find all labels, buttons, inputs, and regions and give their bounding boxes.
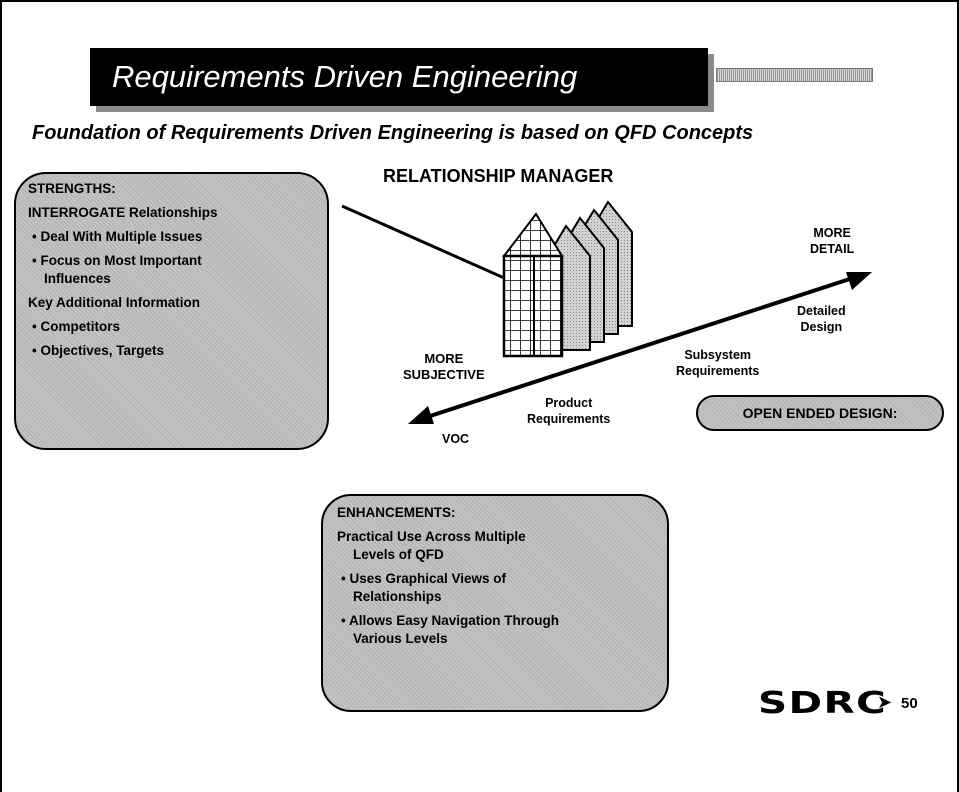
strengths-line-key-info: Key Additional Information: [28, 295, 200, 310]
strengths-bullet-focus-cont: Influences: [44, 271, 111, 286]
slide-subtitle: Foundation of Requirements Driven Engine…: [32, 122, 754, 144]
enhancements-bullet-graphical: • Uses Graphical Views of: [341, 571, 507, 586]
house-stack-icon: [501, 200, 633, 358]
label-detailed-design: Detailed Design: [797, 304, 846, 334]
label-product-requirements: Product Requirements: [527, 396, 611, 426]
strengths-bullet-objectives: • Objectives, Targets: [32, 343, 165, 358]
connector-line: [341, 204, 521, 287]
strengths-heading: STRENGTHS:: [28, 181, 116, 196]
title-decorative-rule: [716, 68, 873, 82]
diagram-title: RELATIONSHIP MANAGER: [383, 166, 614, 186]
frame-top-border: [0, 0, 959, 2]
frame-right-border: [957, 0, 959, 792]
enhancements-bullet-graphical-cont: Relationships: [353, 589, 442, 604]
enhancements-line-practical-cont: Levels of QFD: [353, 547, 444, 562]
detail-axis-arrow: [408, 272, 872, 424]
label-voc: VOC: [442, 432, 470, 446]
open-ended-design-box: OPEN ENDED DESIGN:: [696, 395, 944, 431]
strengths-bullet-multiple-issues: • Deal With Multiple Issues: [32, 229, 203, 244]
strengths-bullet-competitors: • Competitors: [32, 319, 120, 334]
slide-title: Requirements Driven Engineering: [90, 48, 708, 106]
frame-left-border: [0, 0, 2, 792]
strengths-box: STRENGTHS: INTERROGATE Relationships • D…: [14, 172, 329, 450]
enhancements-heading: ENHANCEMENTS:: [337, 505, 456, 520]
strengths-line-interrogate: INTERROGATE Relationships: [28, 205, 218, 220]
enhancements-bullet-navigation-cont: Various Levels: [353, 631, 448, 646]
label-more-subjective: MORE SUBJECTIVE: [403, 351, 485, 382]
page-number: 50: [901, 695, 918, 712]
enhancements-bullet-navigation: • Allows Easy Navigation Through: [341, 613, 560, 628]
strengths-bullet-focus: • Focus on Most Important: [32, 253, 202, 268]
page-arrow-icon: ➤: [877, 692, 893, 712]
label-subsystem-requirements: Subsystem Requirements: [676, 348, 760, 378]
sdrc-logo: SDRC: [758, 686, 888, 721]
enhancements-line-practical: Practical Use Across Multiple: [337, 529, 526, 544]
enhancements-box: ENHANCEMENTS: Practical Use Across Multi…: [321, 494, 669, 712]
label-more-detail: MORE DETAIL: [810, 226, 855, 256]
